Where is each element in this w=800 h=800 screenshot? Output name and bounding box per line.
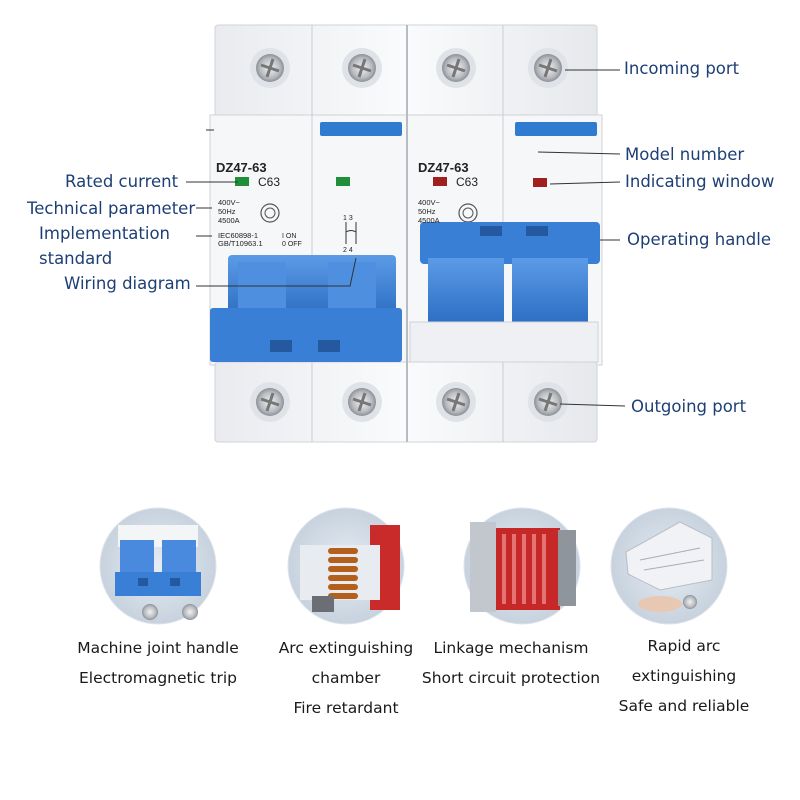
terminals-bottom: 2 4	[343, 247, 353, 254]
feature-caption-3: Linkage mechanism Short circuit protecti…	[405, 638, 617, 688]
label-wiring-diagram: Wiring diagram	[64, 274, 191, 293]
module-tab	[320, 122, 402, 136]
leader-lines	[186, 69, 626, 407]
feature-image-linkage	[463, 507, 581, 625]
feature-line: extinguishing	[631, 667, 737, 685]
feature-line: Arc extinguishing	[278, 639, 414, 657]
feature-line: Safe and reliable	[618, 697, 750, 715]
standard-text-1: IEC60898-1	[218, 231, 258, 240]
voltage-text-right: 400V~	[418, 198, 441, 207]
breaking-text-right: 4500A	[418, 216, 440, 225]
outgoing-terminal-screws	[250, 382, 568, 422]
ccc-mark-icon	[260, 203, 280, 223]
feature-caption-2: Arc extinguishing chamber Fire retardant	[246, 638, 446, 718]
feature-line: Fire retardant	[293, 699, 399, 717]
label-rated-current: Rated current	[65, 172, 179, 191]
feature-image-handle	[99, 507, 217, 625]
label-incoming-port: Incoming port	[624, 59, 740, 78]
feature-line: chamber	[311, 669, 381, 687]
label-outgoing-port: Outgoing port	[631, 397, 747, 416]
indicator-window-red	[433, 177, 447, 186]
operating-handle-right	[409, 222, 600, 363]
wiring-diagram-icon	[345, 222, 357, 244]
feature-line: Linkage mechanism	[433, 639, 589, 657]
terminals-top: 1 3	[343, 215, 353, 222]
on-label: I ON	[282, 233, 296, 240]
module-tab	[515, 122, 597, 136]
label-model-number: Model number	[625, 145, 745, 164]
feature-caption-4: Rapid arc extinguishing Safe and reliabl…	[584, 636, 784, 716]
label-indicating-window: Indicating window	[625, 172, 775, 191]
label-technical-parameter: Technical parameter	[27, 199, 196, 218]
feature-line: Short circuit protection	[421, 669, 601, 687]
feature-line: Rapid arc	[647, 637, 721, 655]
rating-text-left: C63	[258, 175, 280, 189]
feature-image-arc-chamber	[287, 507, 405, 625]
feature-line: Electromagnetic trip	[79, 669, 237, 687]
incoming-terminal-screws	[250, 48, 568, 88]
feature-line: Machine joint handle	[77, 639, 239, 657]
operating-handle-left	[210, 255, 402, 362]
feature-caption-1: Machine joint handle Electromagnetic tri…	[58, 638, 258, 688]
model-text-right: DZ47-63	[418, 160, 469, 175]
label-operating-handle: Operating handle	[627, 230, 771, 249]
indicator-window-green	[235, 177, 249, 186]
frequency-text-right: 50Hz	[418, 207, 436, 216]
indicator-window-red	[533, 178, 547, 187]
standard-text-2: GB/T10963.1	[218, 239, 263, 248]
model-text-left: DZ47-63	[216, 160, 267, 175]
label-implementation-standard-1: Implementation	[39, 224, 171, 243]
feature-image-rapid-arc	[610, 507, 728, 625]
breaking-text: 4500A	[218, 216, 240, 225]
frequency-text: 50Hz	[218, 207, 236, 216]
label-implementation-standard-2: standard	[39, 249, 113, 268]
rating-text-right: C63	[456, 175, 478, 189]
indicator-window-green	[336, 177, 350, 186]
voltage-text: 400V~	[218, 198, 241, 207]
off-label: 0 OFF	[282, 241, 302, 248]
